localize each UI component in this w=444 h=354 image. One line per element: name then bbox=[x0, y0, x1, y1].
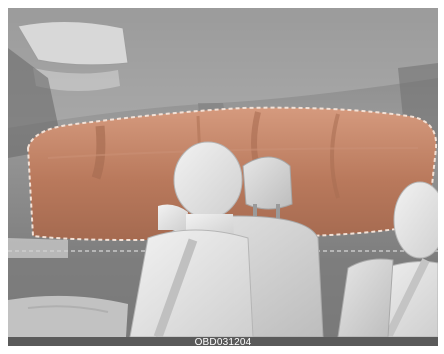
airbag-seam bbox=[96, 126, 101, 178]
front-headrest bbox=[243, 157, 292, 209]
image-code-caption: OBD031204 bbox=[8, 337, 438, 346]
illustration-canvas bbox=[8, 8, 438, 337]
curtain-airbag-illustration bbox=[8, 8, 438, 337]
console bbox=[8, 296, 128, 337]
figure: OBD031204 bbox=[8, 8, 438, 346]
